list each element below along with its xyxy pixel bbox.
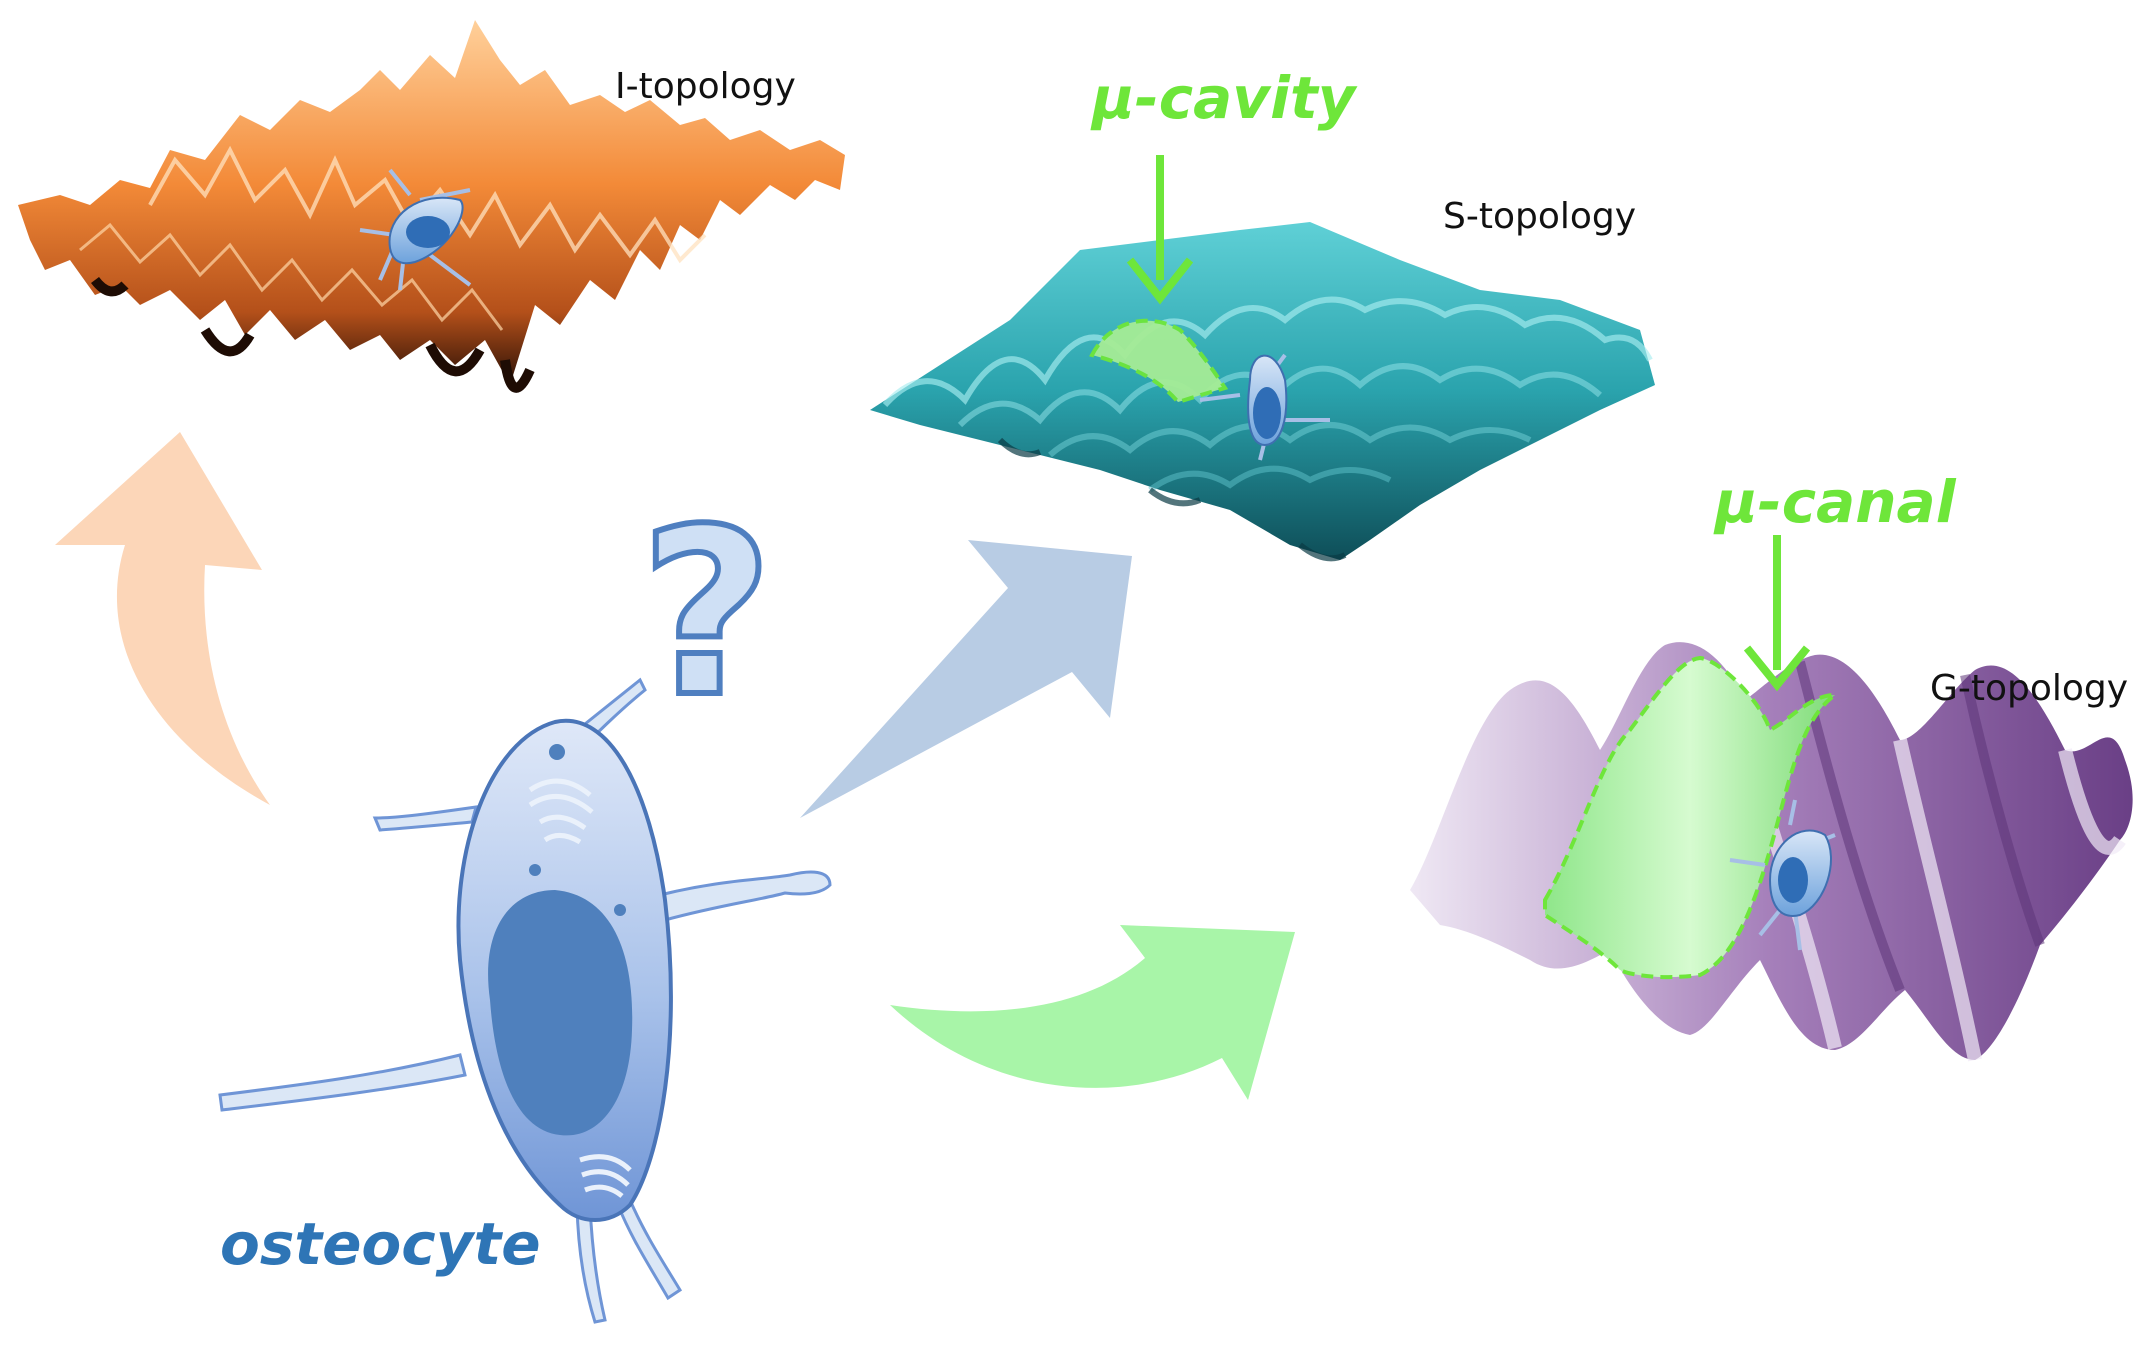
cell-on-g-topology bbox=[1729, 799, 1836, 951]
i-topology-label: I-topology bbox=[615, 66, 796, 107]
cell-on-s-topology bbox=[1199, 353, 1330, 461]
g-topology-surface bbox=[1410, 642, 2133, 1062]
mu-cavity-label: µ-cavity bbox=[1092, 64, 1356, 132]
mu-cavity-arrow bbox=[1126, 155, 1194, 305]
osteocyte-cell bbox=[218, 677, 832, 1324]
mu-cavity-highlight bbox=[1089, 318, 1229, 405]
g-topology-label: G-topology bbox=[1930, 668, 2129, 709]
mu-canal-label: µ-canal bbox=[1715, 468, 1956, 536]
cell-on-i-topology bbox=[359, 168, 472, 291]
mu-canal-arrow bbox=[1743, 535, 1811, 692]
question-mark: ? bbox=[637, 481, 776, 748]
arrow-to-i-topology bbox=[55, 432, 270, 805]
mu-canal-highlight bbox=[1543, 655, 1842, 980]
arrow-to-g-topology bbox=[890, 925, 1295, 1100]
s-topology-label: S-topology bbox=[1443, 196, 1637, 237]
arrow-to-s-topology bbox=[800, 540, 1132, 818]
osteocyte-label: osteocyte bbox=[220, 1210, 541, 1278]
